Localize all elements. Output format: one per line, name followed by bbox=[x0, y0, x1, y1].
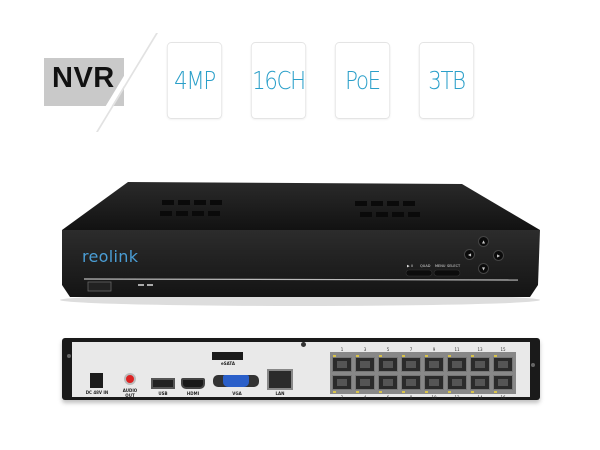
poe-port bbox=[493, 375, 513, 390]
poe-port-number: 15 bbox=[500, 347, 506, 352]
audio-out-jack bbox=[124, 373, 136, 385]
button-label-menu: MENU bbox=[435, 264, 446, 268]
poe-port-number: 13 bbox=[477, 347, 483, 352]
poe-port bbox=[470, 357, 490, 372]
poe-port bbox=[378, 357, 398, 372]
poe-port-number: 3 bbox=[363, 347, 367, 352]
poe-port-number: 14 bbox=[477, 395, 483, 400]
usb-port bbox=[151, 378, 175, 389]
badge-poe: PoE bbox=[334, 42, 391, 119]
poe-port bbox=[493, 357, 513, 372]
poe-port bbox=[332, 357, 352, 372]
left-button: ◀ bbox=[464, 249, 475, 260]
vga-label: VGA bbox=[232, 391, 242, 396]
poe-port bbox=[355, 357, 375, 372]
dc-label: DC 48V IN bbox=[85, 390, 109, 395]
hdmi-port bbox=[181, 378, 205, 389]
button-label-quad: QUAD bbox=[420, 264, 431, 268]
dc-power-jack bbox=[90, 373, 103, 388]
button-label-play: ▶ II bbox=[407, 264, 413, 268]
poe-port bbox=[424, 375, 444, 390]
esata-port bbox=[212, 352, 243, 360]
poe-port-number: 12 bbox=[454, 395, 460, 400]
poe-port bbox=[401, 375, 421, 390]
badge-channels: 16CH bbox=[250, 42, 306, 119]
usb-label: USB bbox=[158, 391, 168, 396]
poe-port bbox=[332, 375, 352, 390]
poe-port-number: 7 bbox=[409, 347, 413, 352]
poe-port-number: 11 bbox=[454, 347, 460, 352]
lan-port bbox=[267, 369, 293, 390]
poe-port-number: 4 bbox=[363, 395, 367, 400]
badge-resolution: 4MP bbox=[166, 42, 223, 119]
poe-port bbox=[470, 375, 490, 390]
poe-port-number: 8 bbox=[409, 395, 413, 400]
front-usb-port bbox=[87, 281, 112, 292]
button-label-select: SELECT bbox=[447, 264, 461, 268]
poe-port bbox=[355, 375, 375, 390]
poe-port bbox=[447, 357, 467, 372]
nvr-tag-label: NVR bbox=[52, 62, 115, 94]
vga-port bbox=[213, 375, 259, 387]
esata-label: eSATA bbox=[221, 361, 235, 366]
audio-label: AUDIO OUT bbox=[122, 388, 138, 398]
poe-port bbox=[401, 357, 421, 372]
poe-port-number: 16 bbox=[500, 395, 506, 400]
brand-logo: reolink bbox=[82, 247, 139, 266]
poe-port-number: 9 bbox=[432, 347, 436, 352]
poe-port-number: 5 bbox=[386, 347, 390, 352]
up-button: ▲ bbox=[478, 236, 489, 247]
down-button: ▼ bbox=[478, 263, 489, 274]
poe-port-number: 6 bbox=[386, 395, 390, 400]
lan-label: LAN bbox=[275, 391, 285, 396]
hdmi-label: HDMI bbox=[186, 391, 200, 396]
poe-port-number: 10 bbox=[431, 395, 437, 400]
poe-port bbox=[378, 375, 398, 390]
poe-port-number: 1 bbox=[340, 347, 344, 352]
badge-storage: 3TB bbox=[418, 42, 475, 119]
right-button: ▶ bbox=[493, 250, 504, 261]
poe-port bbox=[447, 375, 467, 390]
poe-port bbox=[424, 357, 444, 372]
poe-port-number: 2 bbox=[340, 395, 344, 400]
